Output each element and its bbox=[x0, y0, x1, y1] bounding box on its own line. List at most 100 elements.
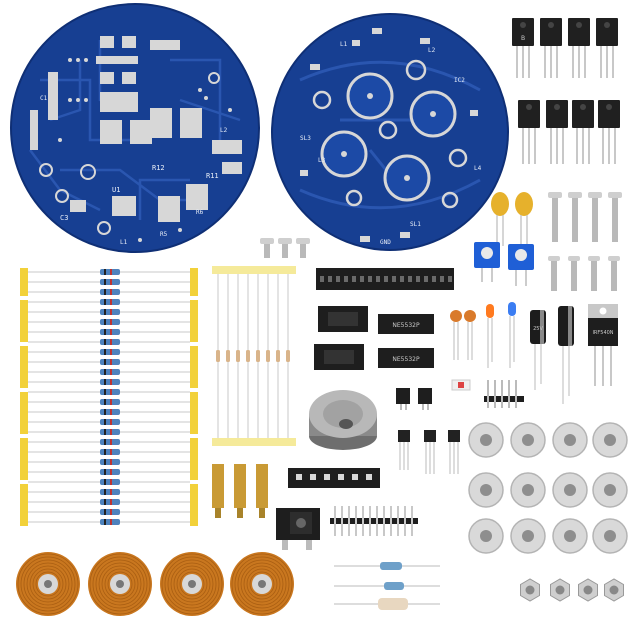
screw-icon bbox=[278, 238, 292, 258]
electrolytic-capacitor-icon bbox=[558, 306, 574, 404]
resistor-icon bbox=[28, 329, 190, 335]
resistor-icon bbox=[28, 289, 190, 295]
transistor-group: B bbox=[512, 18, 620, 164]
female-pin-header bbox=[316, 268, 454, 290]
pcb-right-label-6: IC2 bbox=[454, 77, 465, 84]
pcb-right-label-1: L1 bbox=[340, 41, 348, 48]
dip-ic-icon: NE5532P bbox=[378, 314, 434, 334]
resistor-icon bbox=[28, 439, 190, 445]
transistor-icon bbox=[540, 18, 562, 78]
coil-icon bbox=[160, 552, 224, 616]
resistor-icon bbox=[28, 319, 190, 325]
led-icon bbox=[508, 302, 516, 368]
washer-icon bbox=[592, 518, 628, 554]
pcb-left-label-8: L1 bbox=[120, 239, 128, 246]
pcb-left-label-9: L2 bbox=[220, 127, 228, 134]
hex-nut-icon bbox=[550, 578, 570, 602]
resistor-icon bbox=[28, 359, 190, 365]
coil-icon bbox=[16, 552, 80, 616]
transistor-marking: B bbox=[521, 35, 525, 42]
resistor-tape-strip bbox=[20, 268, 198, 530]
pcb-left: R12 R11 C3 U1 R5 R6 C1 L1 L2 bbox=[10, 3, 260, 253]
washer-grid bbox=[468, 422, 628, 554]
resistor-icon bbox=[28, 309, 190, 315]
jumper-icon bbox=[418, 388, 432, 410]
transistor-icon bbox=[572, 100, 594, 164]
washer-icon bbox=[552, 422, 588, 458]
resistor-icon bbox=[236, 274, 240, 438]
screw-icon bbox=[568, 192, 582, 242]
trimmer-potentiometer-icon bbox=[508, 244, 534, 286]
pin-header-icon bbox=[484, 380, 524, 408]
resistor-icon bbox=[28, 299, 190, 305]
screw-icon bbox=[608, 256, 620, 291]
pcb-right-label-5: GND bbox=[380, 239, 391, 246]
washer-icon bbox=[552, 472, 588, 508]
brass-standoff-icon bbox=[256, 464, 268, 518]
washer-icon bbox=[592, 472, 628, 508]
dc-jack-icon bbox=[276, 508, 320, 550]
resistor-icon bbox=[28, 349, 190, 355]
pcb-left-label-5: R5 bbox=[160, 231, 168, 238]
transistor-icon bbox=[598, 100, 620, 164]
resistor-icon bbox=[334, 582, 440, 590]
ceramic-capacitor-icon bbox=[464, 310, 476, 360]
regulator-icon: IRF540N bbox=[588, 304, 618, 386]
resistor-icon bbox=[28, 469, 190, 475]
washer-icon bbox=[592, 422, 628, 458]
small-resistor-cols bbox=[216, 274, 290, 438]
washer-icon bbox=[468, 422, 504, 458]
pcb-right-label-7: SL3 bbox=[300, 135, 311, 142]
pcb-left-label-3: C3 bbox=[60, 214, 68, 222]
transistor-icon bbox=[546, 100, 568, 164]
pcb-left-label-4: U1 bbox=[112, 186, 120, 194]
pcb-right-label-8: SL1 bbox=[410, 221, 421, 228]
resistor-icon bbox=[28, 379, 190, 385]
short-screw-group bbox=[548, 256, 620, 291]
long-screw-group bbox=[548, 192, 622, 242]
trimmer-potentiometer-icon bbox=[474, 242, 500, 282]
resistor-icon bbox=[28, 339, 190, 345]
pcb-left-label-7: C1 bbox=[40, 95, 48, 102]
resistor-icon bbox=[28, 389, 190, 395]
pcb-left-label-1: R12 bbox=[152, 164, 165, 172]
washer-icon bbox=[510, 518, 546, 554]
ic1-marking: NE5532P bbox=[392, 322, 420, 329]
connector-icon bbox=[451, 379, 471, 391]
resistor-icon bbox=[28, 409, 190, 415]
pcb-right: L1 L2 L3 L4 GND IC2 SL3 SL1 bbox=[271, 13, 509, 251]
brass-standoff-group bbox=[212, 464, 268, 518]
washer-icon bbox=[468, 518, 504, 554]
ceramic-capacitor-icon bbox=[450, 310, 462, 360]
resistor-icon bbox=[28, 459, 190, 465]
screw-icon bbox=[296, 238, 310, 258]
regulator-marking: IRF540N bbox=[592, 330, 613, 336]
transistor-icon bbox=[568, 18, 590, 78]
dip-ic-icon: NE5532P bbox=[378, 348, 434, 368]
resistor-strip-small bbox=[212, 266, 296, 446]
washer-icon bbox=[510, 472, 546, 508]
electrolytic-capacitor-icon: 25V bbox=[530, 310, 546, 390]
coil-icon bbox=[230, 552, 294, 616]
transistor-icon bbox=[596, 18, 618, 78]
resistor-icon bbox=[28, 479, 190, 485]
to92-transistor-group bbox=[398, 430, 460, 474]
hex-nut-icon bbox=[520, 578, 540, 602]
resistor-icon bbox=[276, 274, 280, 438]
resistor-icon bbox=[28, 269, 190, 275]
resistor-icon bbox=[246, 274, 250, 438]
resistor-icon bbox=[216, 274, 220, 438]
ceramic-capacitor-icon bbox=[491, 192, 509, 246]
short-female-header bbox=[288, 468, 380, 488]
screw-icon bbox=[588, 192, 602, 242]
resistor-icon bbox=[28, 399, 190, 405]
pcb-left-label-2: R11 bbox=[206, 172, 219, 180]
hex-nut-group bbox=[520, 578, 624, 602]
transistor-icon bbox=[518, 100, 540, 164]
pcb-right-label-3: L3 bbox=[318, 157, 326, 164]
ic2-marking: NE5532P bbox=[392, 356, 420, 363]
resistor-rows bbox=[20, 269, 198, 530]
small-screw-group bbox=[260, 238, 310, 258]
hex-nut-icon bbox=[604, 578, 624, 602]
